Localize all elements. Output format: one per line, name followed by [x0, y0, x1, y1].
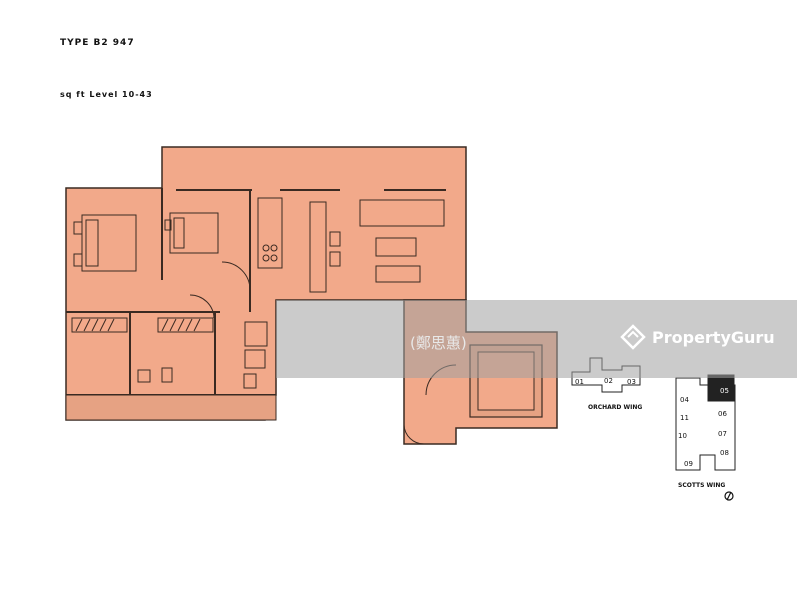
- orchard-wing-label: ORCHARD WING: [588, 404, 643, 411]
- wardrobe-1: [71, 317, 128, 333]
- basin-1: [161, 367, 173, 383]
- key-unit-09: 09: [684, 460, 693, 468]
- nightstand-3: [164, 219, 172, 231]
- stove-burner: [262, 244, 270, 252]
- area-level-line: sq ft Level 10-43: [60, 90, 153, 99]
- watermark-brand: PropertyGuru: [620, 324, 775, 350]
- coffee-table: [375, 237, 417, 257]
- second-bed-pillow: [173, 217, 185, 249]
- master-bed-pillow: [85, 219, 99, 267]
- key-unit-01: 01: [575, 378, 584, 386]
- shower-2: [244, 321, 268, 347]
- propertyguru-logo-icon: [620, 324, 646, 350]
- nightstand-2: [73, 253, 83, 267]
- key-unit-08: 08: [720, 449, 729, 457]
- stove-burner-4: [270, 254, 278, 262]
- stove-burner-2: [270, 244, 278, 252]
- wardrobe-2: [157, 317, 214, 333]
- stool: [329, 231, 341, 247]
- door-swing-1: [221, 261, 251, 291]
- key-unit-05: 05: [720, 387, 729, 395]
- stool-2: [329, 251, 341, 267]
- key-unit-07: 07: [718, 430, 727, 438]
- key-unit-04: 04: [680, 396, 689, 404]
- second-bed: [169, 212, 219, 254]
- toilet-1: [137, 369, 151, 383]
- ac-ledge: [65, 394, 277, 421]
- toilet-2: [243, 373, 257, 389]
- sofa: [359, 199, 445, 227]
- stove-burner-3: [262, 254, 270, 262]
- key-unit-02: 02: [604, 377, 613, 385]
- door-swing-2: [189, 294, 215, 319]
- door-swing-4: [403, 424, 425, 445]
- master-bed: [81, 214, 137, 272]
- basin-2: [244, 349, 266, 369]
- island-counter: [309, 201, 327, 293]
- key-unit-10: 10: [678, 432, 687, 440]
- kitchen-counter: [257, 197, 283, 269]
- wardrobe-1-hatch: [75, 318, 115, 332]
- key-unit-06: 06: [718, 410, 727, 418]
- nightstand: [73, 221, 83, 235]
- unit-type-title: TYPE B2 947: [60, 38, 135, 48]
- scotts-wing-label: SCOTTS WING: [678, 482, 726, 489]
- key-unit-11: 11: [680, 414, 689, 422]
- watermark-brand-text: PropertyGuru: [652, 327, 775, 347]
- watermark-band: [276, 300, 797, 378]
- tv-console: [375, 265, 421, 283]
- wardrobe-2-hatch: [161, 318, 201, 332]
- north-arrow-icon: [724, 491, 734, 501]
- key-unit-03: 03: [627, 378, 636, 386]
- watermark-agent-name: (鄭思蕙): [410, 334, 467, 352]
